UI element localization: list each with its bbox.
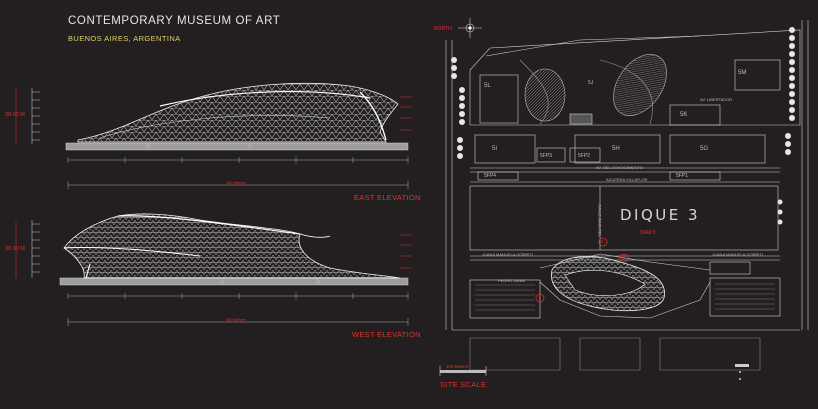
east-height-label: 38.00 M [5,112,25,118]
west-section-b: B [316,280,321,286]
west-elevation-drawing [15,213,412,326]
north-label: NORTH [434,26,452,32]
block-label-5fp1: 5FP1 [676,173,688,179]
street-label-gorriti-east: JUANA MANUELA GORRITI [712,252,763,257]
site-markers [535,237,629,303]
east-elevation-drawing [15,82,412,189]
block-label-5l: 5L [484,83,491,89]
marker-2: 2 [622,255,625,260]
page-subtitle: BUENOS AIRES, ARGENTINA [68,34,181,43]
east-scale-label: 300 Meters [226,180,247,185]
block-label-5m: 5M [738,70,747,76]
block-label-5fp2: 5FP2 [578,153,590,159]
street-label-gorriti-west: JUANA MANUELA GORRITI [482,252,533,257]
page-title: CONTEMPORARY MUSEUM OF ART [68,15,281,27]
street-label-azucena: AZUCENA VILLAFLOR [606,177,648,182]
street-label-libertador: AV. LIBERTADOR [700,97,733,102]
east-section-a: A [248,144,253,150]
block-label-5fp3: 5FP3 [540,153,552,159]
marker-3: 3 [538,295,541,300]
block-label-5g: 5G [700,146,709,152]
east-elevation-label: EAST ELEVATION [354,193,421,202]
west-section-a: A [220,280,225,286]
site-scale-value: 100 Meters [446,364,469,369]
dam-label: DAM 3 [640,230,656,236]
west-elevation-label: WEST ELEVATION [352,330,421,339]
block-label-5j: 5J [588,80,594,86]
west-scale-label: 300 Meters [226,317,247,322]
site-plan-drawing [439,18,809,380]
street-label-zanni: PEDRO ZANNI [498,278,526,283]
block-label-5h: 5H [612,146,620,152]
street-label-calle: CALLE BAJA DEL [597,204,603,237]
marker-1: 1 [601,239,604,244]
street-label-conocimiento: AV. DEL CONOCIMIENTO [596,165,644,170]
block-label-5fp4: 5FP4 [484,173,496,179]
site-scale-title: SITE SCALE [440,380,487,389]
dique-label: DIQUE 3 [620,206,701,224]
west-height-label: 38.00 M [5,246,25,252]
block-label-5i: 5I [492,146,498,152]
block-label-5k: 5K [680,112,688,118]
east-section-b: B [146,144,151,150]
